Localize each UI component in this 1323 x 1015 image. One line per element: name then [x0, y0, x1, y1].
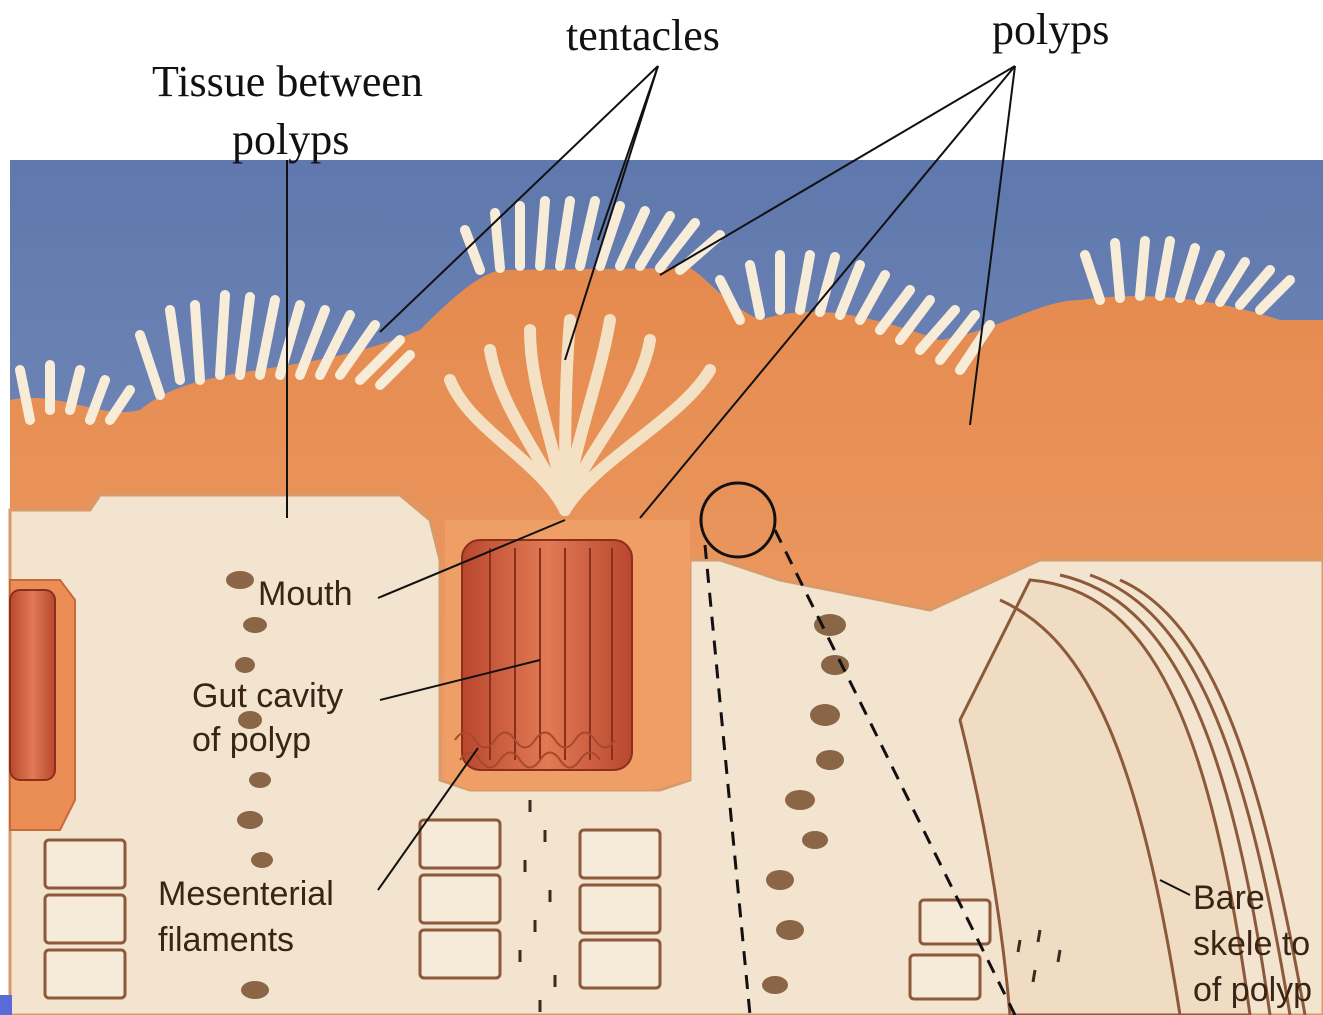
corner-bar [0, 995, 12, 1015]
label-tentacles: tentacles [566, 14, 720, 58]
label-tissue-between-line1: Tissue between [152, 60, 423, 104]
label-bare-line2: skele to [1193, 926, 1310, 963]
label-gut-line1: Gut cavity [192, 678, 343, 715]
left-gut-cavity [10, 590, 55, 780]
label-mesenterial-line2: filaments [158, 922, 294, 959]
label-mesenterial-line1: Mesenterial [158, 876, 334, 913]
label-gut-line2: of polyp [192, 722, 311, 759]
center-gut-cavity [462, 540, 632, 770]
label-mouth: Mouth [258, 576, 353, 613]
label-bare-line1: Bare [1193, 880, 1265, 917]
label-polyps: polyps [992, 8, 1109, 52]
label-bare-line3: of polyp [1193, 972, 1312, 1009]
label-tissue-between-line2: polyps [232, 118, 349, 162]
